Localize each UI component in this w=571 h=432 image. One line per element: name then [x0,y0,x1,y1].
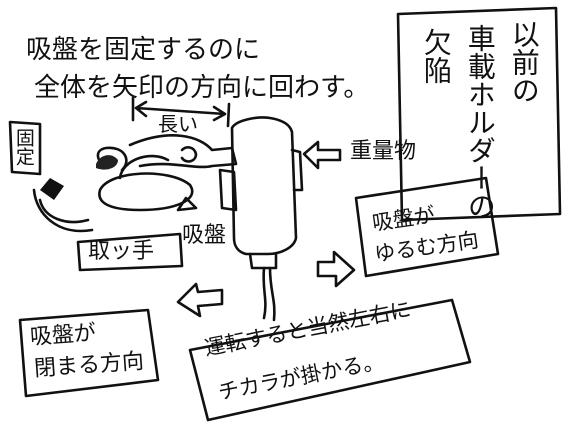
title-col-3: 欠陥 [419,28,453,84]
charging-cable [262,266,267,320]
header-line-2: 全体を矢印の方向に回わす。 [34,73,370,103]
tighten-box-frame [18,308,160,398]
heavy-object-label: 重量物 [350,139,417,164]
phone-holder [230,116,298,256]
suction-cup [98,172,194,212]
title-col-2: 車載ホルダーの [463,24,497,220]
title-box-frame [396,6,562,222]
handle-label-frame [76,232,184,272]
tighten-text-1: 吸盤が [29,320,97,351]
header-line-1: 吸盤を固定するのに [26,35,261,65]
rotation-arrow [38,198,90,224]
tighten-direction-arrow [176,282,224,318]
holder-arm [128,134,238,169]
handle-label: 取ッ手 [88,239,155,264]
loosen-direction-arrow [316,250,356,288]
suction-pointer-arrow [176,196,198,212]
fixed-label: 固定 [12,128,35,166]
length-dimension-arrow [134,100,227,122]
loosen-box-frame [354,176,500,278]
rotation-arrow-head [40,178,64,200]
title-col-1: 以前の [507,20,541,104]
driving-box-frame [188,298,472,422]
fixed-label-frame [8,120,42,176]
suction-cup-label: 吸盤 [182,223,227,248]
long-label: 長い [158,112,198,136]
heavy-pointer-arrow [302,140,342,170]
